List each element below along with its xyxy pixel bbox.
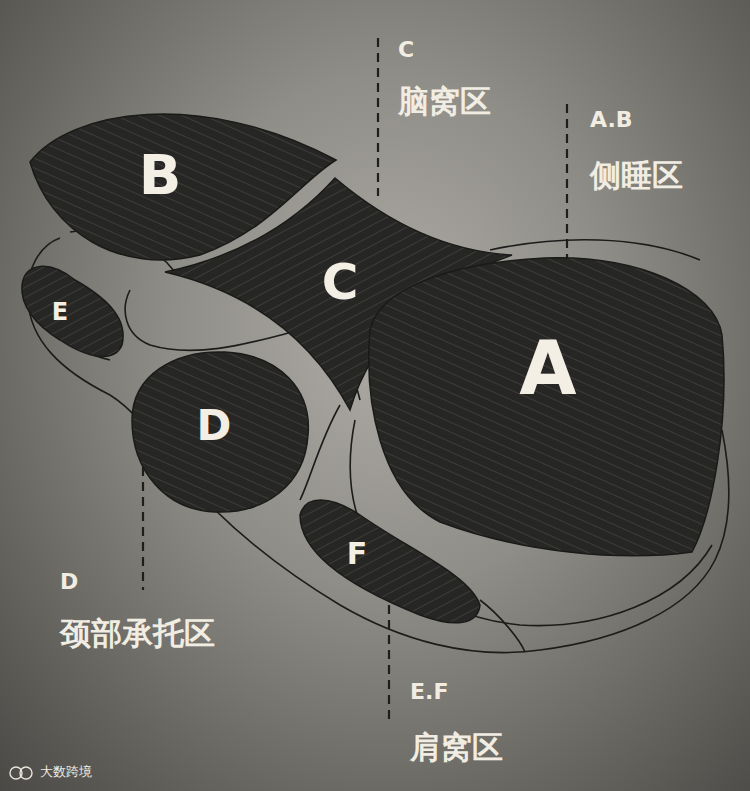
pillow-zone: F xyxy=(296,492,484,630)
zone-letter: F xyxy=(347,539,368,569)
zone-fill xyxy=(132,352,308,512)
watermark-logo xyxy=(10,767,32,779)
zone-fill xyxy=(300,500,480,623)
watermark: 大数跨境 xyxy=(40,765,92,779)
zone-name: 侧睡区 xyxy=(590,158,683,192)
pillow-zone: A xyxy=(364,252,730,564)
pillow-zone: E xyxy=(18,258,128,362)
zone-letter: C xyxy=(322,257,359,307)
zone-shape xyxy=(18,258,128,362)
zone-shape xyxy=(364,252,730,564)
zone-letter: E xyxy=(52,300,68,324)
zone-fill xyxy=(22,266,123,356)
dashed-guide xyxy=(566,104,568,268)
dashed-guide xyxy=(377,38,379,196)
dashed-guide xyxy=(142,452,144,590)
pillow-zone: D xyxy=(128,346,314,516)
zone-letter: A xyxy=(519,331,576,405)
zone-letter: D xyxy=(197,405,232,447)
zone-code: C xyxy=(398,38,414,62)
zone-code: A.B xyxy=(590,108,633,132)
logo-mark xyxy=(20,767,32,779)
zone-name: 脑窝区 xyxy=(398,84,491,118)
pillow-rim xyxy=(480,600,525,652)
zone-letter: B xyxy=(139,147,182,203)
zone-code: E.F xyxy=(410,680,448,704)
zone-name: 颈部承托区 xyxy=(60,616,215,650)
zone-fill xyxy=(369,258,724,556)
zone-name: 肩窝区 xyxy=(410,730,503,764)
pillow-rim xyxy=(490,240,700,260)
zone-shape xyxy=(296,492,484,630)
zone-code: D xyxy=(60,570,78,594)
